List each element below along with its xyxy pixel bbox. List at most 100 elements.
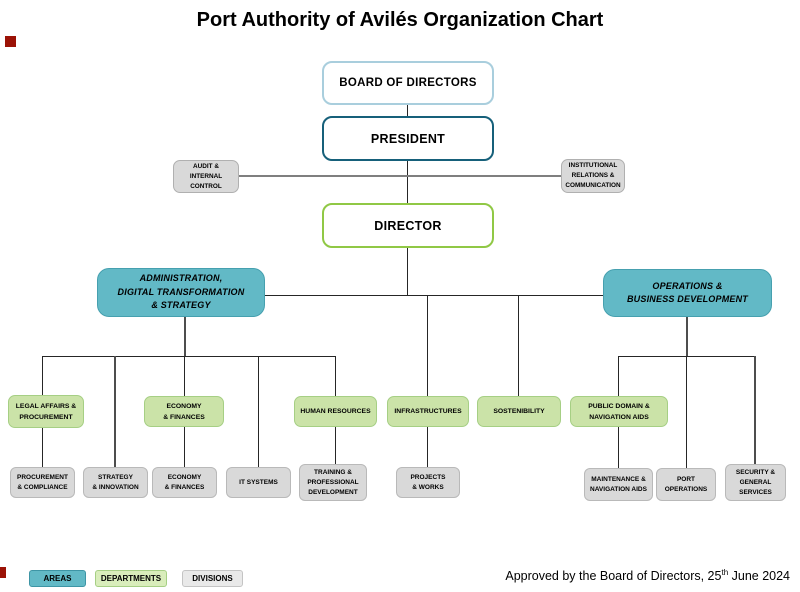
node-dept-legal-affairs: LEGAL AFFAIRS & PROCUREMENT	[8, 395, 84, 428]
node-label-line: PROCUREMENT	[17, 473, 68, 481]
node-institutional-relations: INSTITUTIONAL RELATIONS & COMMUNICATION	[561, 159, 625, 193]
node-label-line: PROJECTS	[410, 473, 446, 481]
node-div-economy-finances: ECONOMY & FINANCES	[152, 467, 217, 498]
node-dept-sustainability: SOSTENIBILITY	[477, 396, 561, 427]
red-square-marker-top	[5, 36, 16, 47]
node-label-line: RELATIONS &	[571, 172, 615, 179]
node-label-line: OPERATIONS &	[652, 280, 723, 291]
node-label-line: ADMINISTRATION,	[139, 273, 223, 284]
node-label-line: NAVIGATION AIDS	[589, 413, 649, 421]
connector-legal-procurement	[42, 428, 43, 467]
connector-right-horizontal	[618, 356, 756, 357]
red-square-marker-bottom	[0, 567, 6, 578]
node-area-administration: ADMINISTRATION, DIGITAL TRANSFORMATION &…	[97, 268, 265, 317]
node-dept-human-resources: HUMAN RESOURCES	[294, 396, 377, 427]
connector-security-division	[754, 356, 756, 464]
node-div-procurement-compliance: PROCUREMENT & COMPLIANCE	[10, 467, 75, 498]
node-label-line: PUBLIC DOMAIN &	[588, 402, 650, 410]
legend-departments: DEPARTMENTS	[95, 570, 167, 587]
node-label-line: SECURITY &	[735, 468, 776, 476]
connector-port-operations	[686, 356, 687, 468]
connector-operations-area-down	[686, 317, 688, 357]
node-label-line: NAVIGATION AIDS	[590, 485, 647, 493]
node-label-line: INFRASTRUCTURES	[394, 408, 462, 415]
node-label-line: & FINANCES	[164, 483, 205, 491]
connector-legal	[42, 356, 43, 395]
node-div-training-development: TRAINING & PROFESSIONAL DEVELOPMENT	[299, 464, 367, 501]
node-label-line: SOSTENIBILITY	[493, 408, 545, 415]
node-label-line: & STRATEGY	[151, 300, 211, 311]
node-div-port-operations: PORT OPERATIONS	[656, 468, 716, 501]
connector-main-horizontal	[265, 295, 603, 296]
connector-infra-projects	[427, 427, 428, 467]
page-title: Port Authority of Avilés Organization Ch…	[196, 9, 604, 31]
node-label-line: TRAINING &	[314, 468, 352, 476]
node-dept-economy-finances: ECONOMY & FINANCES	[144, 396, 224, 427]
approval-text: Approved by the Board of Directors, 25	[505, 569, 722, 584]
node-label-line: BUSINESS DEVELOPMENT	[626, 294, 749, 304]
node-board-of-directors: BOARD OF DIRECTORS	[322, 61, 494, 105]
approval-ordinal: th	[721, 568, 729, 577]
node-audit-internal-control: AUDIT & INTERNAL CONTROL	[173, 160, 239, 193]
node-label-line: CONTROL	[190, 182, 222, 190]
node-area-operations: OPERATIONS & BUSINESS DEVELOPMENT	[603, 269, 772, 317]
node-president: PRESIDENT	[322, 116, 494, 161]
node-div-maintenance-navigation: MAINTENANCE & NAVIGATION AIDS	[584, 468, 653, 501]
connector-left-horizontal	[42, 356, 335, 357]
node-label-line: HUMAN RESOURCES	[300, 408, 371, 415]
legend-areas: AREAS	[29, 570, 86, 587]
node-div-security-services: SECURITY & GENERAL SERVICES	[725, 464, 786, 501]
node-label: BOARD OF DIRECTORS	[339, 77, 477, 89]
node-label: DIRECTOR	[374, 218, 442, 233]
node-label-line: OPERATIONS	[664, 485, 708, 493]
node-label-line: PROFESSIONAL	[307, 478, 359, 486]
connector-infrastructures	[427, 295, 428, 396]
node-label-line: & WORKS	[412, 483, 444, 491]
node-label-line: MAINTENANCE &	[591, 475, 646, 483]
node-label-line: ECONOMY	[166, 402, 202, 410]
node-div-it-systems: IT SYSTEMS	[226, 467, 291, 498]
node-div-projects-works: PROJECTS & WORKS	[396, 467, 460, 498]
node-label-line: GENERAL	[739, 478, 772, 486]
connector-economy-division	[184, 427, 185, 467]
connector-staff-horizontal	[239, 175, 561, 177]
node-label-line: AUDIT &	[193, 162, 219, 170]
node-label-line: SERVICES	[739, 488, 772, 496]
node-label-line: ECONOMY	[167, 473, 202, 481]
connector-admin-area-down	[184, 317, 186, 357]
connector-economy-dept	[184, 356, 185, 396]
legend-label: DEPARTMENTS	[100, 574, 162, 583]
connector-president-director	[407, 161, 408, 204]
connector-publicdomain-maintenance	[618, 427, 619, 468]
legend-divisions: DIVISIONS	[182, 570, 243, 587]
node-director: DIRECTOR	[322, 203, 494, 248]
approval-date: June 2024	[728, 569, 790, 584]
node-label-line: INTERNAL	[189, 172, 223, 180]
connector-it-systems	[258, 356, 259, 467]
connector-strategy-division	[114, 356, 116, 467]
node-dept-infrastructures: INFRASTRUCTURES	[387, 396, 469, 427]
legend-label: DIVISIONS	[192, 574, 233, 583]
connector-public-domain	[618, 356, 619, 396]
connector-board-president	[407, 105, 408, 117]
node-label-line: COMMUNICATION	[565, 182, 621, 189]
connector-hr-training	[335, 427, 336, 464]
node-label-line: PORT	[676, 475, 696, 483]
node-label-line: INSTITUTIONAL	[568, 162, 618, 169]
node-label-line: IT SYSTEMS	[239, 478, 278, 486]
node-label-line: PROCUREMENT	[19, 413, 73, 421]
node-label-line: DIGITAL TRANSFORMATION	[117, 286, 245, 297]
node-label-line: LEGAL AFFAIRS &	[15, 402, 77, 410]
node-label-line: & INNOVATION	[92, 483, 139, 491]
node-label-line: STRATEGY	[98, 473, 133, 481]
node-div-strategy-innovation: STRATEGY & INNOVATION	[83, 467, 148, 498]
node-label: PRESIDENT	[370, 131, 446, 146]
legend-label: AREAS	[43, 574, 72, 583]
node-label-line: & COMPLIANCE	[17, 483, 68, 491]
approval-note: Approved by the Board of Directors, 25th…	[505, 568, 790, 583]
connector-sustainability	[518, 295, 519, 396]
node-label-line: DEVELOPMENT	[308, 488, 358, 496]
node-dept-public-domain: PUBLIC DOMAIN & NAVIGATION AIDS	[570, 396, 668, 427]
connector-human-resources	[335, 356, 336, 396]
